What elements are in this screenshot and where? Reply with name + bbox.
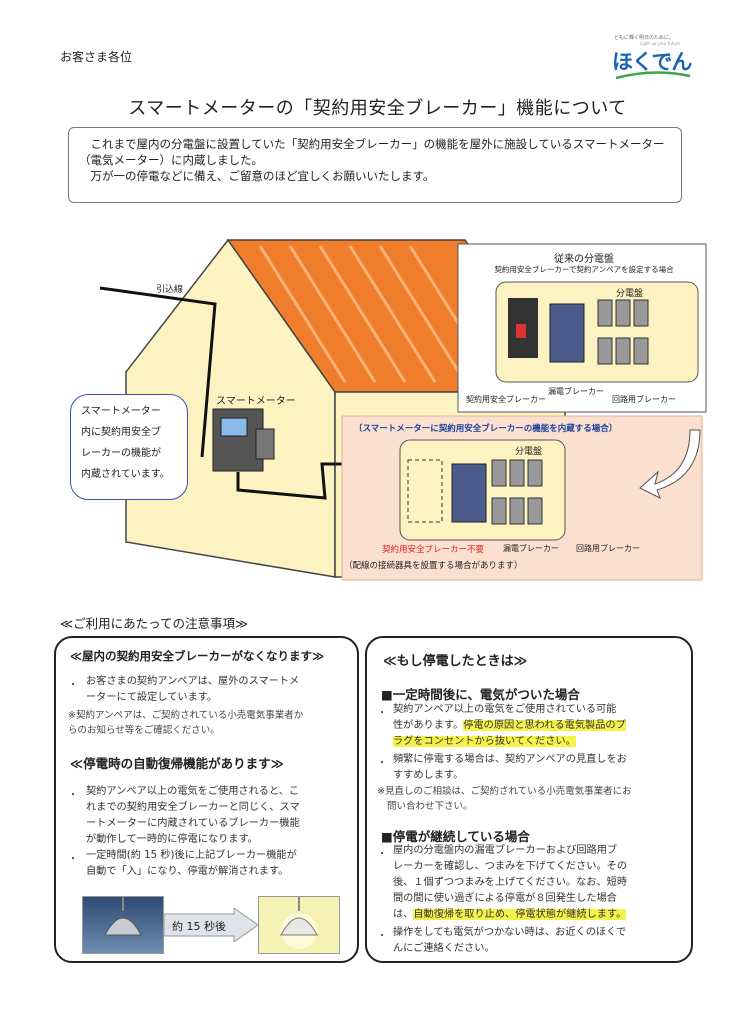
right-item-4-line-2: んにご連絡ください。 — [393, 943, 495, 954]
lamp-on-image — [258, 896, 340, 954]
left-item-2-line-1: 契約アンペア以上の電気をご使用されると、こ — [86, 786, 300, 797]
bullet-icon: ・ — [377, 849, 387, 860]
bullet-icon: ・ — [68, 854, 78, 865]
bullet-icon: ・ — [377, 708, 387, 719]
right-item-3-line-2: レーカーを確認し、つまみを下げてください。その — [393, 861, 628, 872]
right-item-1: 契約アンペア以上の電気をご使用されている可能 性があります。停電の原因と思われる… — [393, 702, 691, 750]
old-contract-breaker-label: 契約用安全ブレーカー — [466, 395, 546, 404]
right-item-3-line-4: 間の間に使い過ぎによる停電が８回発生した場合 — [393, 893, 617, 904]
lead-in-wire-label: 引込線 — [156, 285, 184, 295]
wiring-note: （配線の接続器具を設置する場合があります） — [344, 561, 523, 571]
new-panel-title: 〔スマートメーターに契約用安全ブレーカーの機能を内蔵する場合〕 — [354, 424, 618, 434]
callout-line-2: 内に契約用安全ブ — [81, 427, 161, 438]
bullet-icon: ・ — [377, 758, 387, 769]
meter-callout: スマートメーター 内に契約用安全ブ レーカーの機能が 内蔵されています。 — [70, 394, 188, 500]
right-item-3: 屋内の分電盤内の漏電ブレーカーおよび回路用ブ レーカーを確認し、つまみを下げてく… — [393, 843, 691, 923]
highlight-1a: 停電の原因と思われる電気製品のプ — [463, 720, 626, 731]
right-item-4: 操作をしても電気がつかない時は、お近くのほくで んにご連絡ください。 — [393, 925, 691, 957]
callout-line-4: 内蔵されています。 — [81, 469, 170, 480]
breaker-not-needed-label: 契約用安全ブレーカー不要 — [382, 545, 485, 555]
left-item-1-line-1: お客さまの契約アンペアは、屋外のスマートメ — [86, 676, 300, 687]
right-item-2-line-1: 頻繁に停電する場合は、契約アンペアの見直しをお — [393, 754, 627, 765]
left-item-2: 契約アンペア以上の電気をご使用されると、こ れまでの契約用安全ブレーカーと同じく… — [86, 784, 354, 848]
logo-swoosh-icon — [615, 71, 691, 80]
right-note-1-line-1: ※見直しのご相談は、ご契約されている小売電気事業者にお — [377, 786, 632, 797]
arrow-right-icon — [164, 908, 258, 942]
highlight-2: 自動復帰を取り止め、停電状態が継続します。 — [413, 909, 627, 920]
intro-box: これまで屋内の分電盤に設置していた「契約用安全ブレーカー」の機能を屋外に施設して… — [68, 127, 682, 203]
right-sub-heading-1: ■一定時間後に、電気がついた場合 — [381, 687, 580, 702]
intro-line-1: これまで屋内の分電盤に設置していた「契約用安全ブレーカー」の機能を屋外に施設して… — [79, 137, 665, 167]
left-item-1-line-2: ーターにて設定しています。 — [86, 692, 218, 703]
lamp-on-icon — [280, 897, 318, 949]
smart-meter-label: スマートメーター — [216, 396, 296, 407]
callout-line-1: スマートメーター — [81, 406, 161, 417]
greeting: お客さま各位 — [60, 50, 133, 64]
highlight-1b: ラグをコンセントから抜いてください。 — [393, 736, 576, 747]
right-item-2: 頻繁に停電する場合は、契約アンペアの見直しをお すすめします。 — [393, 752, 691, 784]
old-board-label: 分電盤 — [616, 289, 644, 299]
left-item-2-line-4: が動作して一時的に停電になります。 — [86, 834, 258, 845]
callout-line-3: レーカーの機能が — [81, 448, 161, 459]
right-item-3-line-1: 屋内の分電盤内の漏電ブレーカーおよび回路用ブ — [393, 845, 618, 856]
right-item-1-line-1: 契約アンペア以上の電気をご使用されている可能 — [393, 704, 617, 715]
right-note-1-line-2: 問い合わせ下さい。 — [387, 801, 473, 812]
right-note-1: ※見直しのご相談は、ご契約されている小売電気事業者にお 問い合わせ下さい。 — [377, 784, 689, 814]
bullet-icon: ・ — [68, 790, 78, 801]
new-board-label: 分電盤 — [515, 447, 543, 457]
left-item-2-line-2: れまでの契約用安全ブレーカーと同じく、スマ — [86, 802, 300, 813]
right-item-2-line-2: すすめします。 — [393, 770, 464, 781]
left-note-1-line-1: ※契約アンペアは、ご契約されている小売電気事業者か — [68, 710, 304, 721]
right-item-3-line-5: は、 — [393, 909, 414, 920]
left-item-3-line-1: 一定時間(約 15 秒)後に上記ブレーカー機能が — [86, 850, 297, 861]
notes-heading: ≪ご利用にあたっての注意事項≫ — [60, 616, 249, 631]
right-item-4-line-1: 操作をしても電気がつかない時は、お近くのほくで — [393, 927, 627, 938]
logo-subtitle: Light up your future — [640, 41, 680, 46]
logo-tagline: ともに輝く明日のために。 — [614, 35, 675, 41]
old-circuit-breaker-label: 回路用ブレーカー — [612, 395, 676, 404]
new-circuit-breaker-label: 回路用ブレーカー — [576, 544, 640, 553]
right-item-1-line-2: 性があります。 — [393, 720, 464, 731]
bullet-icon: ・ — [68, 680, 78, 691]
left-heading-1: ≪屋内の契約用安全ブレーカーがなくなります≫ — [70, 649, 325, 663]
bullet-icon: ・ — [377, 931, 387, 942]
old-panel-title: 従来の分電盤 — [554, 254, 614, 265]
page-title: スマートメーターの「契約用安全ブレーカー」機能について — [128, 98, 627, 119]
left-item-2-line-3: ートメーターに内蔵されているブレーカー機能 — [86, 818, 300, 829]
lamp-off-icon — [104, 897, 142, 936]
right-notice-panel: ≪もし停電したときは≫ ■一定時間後に、電気がついた場合 ・ 契約アンペア以上の… — [365, 636, 693, 963]
right-item-3-line-3: 後、１個ずつつまみを上げてください。なお、短時 — [393, 877, 628, 888]
right-sub-heading-2: ■停電が継続している場合 — [381, 829, 530, 844]
left-heading-2: ≪停電時の自動復帰機能があります≫ — [70, 756, 284, 771]
old-panel-subtitle: 契約用安全ブレーカーで契約アンペアを設定する場合 — [494, 265, 674, 274]
left-item-3-line-2: 自動で「入」になり、停電が解消されます。 — [86, 866, 289, 877]
old-leakage-breaker-label: 漏電ブレーカー — [548, 387, 604, 396]
left-item-1: お客さまの契約アンペアは、屋外のスマートメ ーターにて設定しています。 — [86, 674, 354, 706]
left-note-1-line-2: らのお知らせ等をご確認ください。 — [68, 725, 220, 736]
left-note-1: ※契約アンペアは、ご契約されている小売電気事業者か らのお知らせ等をご確認くださ… — [68, 708, 354, 738]
arrow-label: 約 15 秒後 — [172, 920, 226, 933]
right-heading: ≪もし停電したときは≫ — [383, 654, 528, 669]
left-item-3: 一定時間(約 15 秒)後に上記ブレーカー機能が 自動で「入」になり、停電が解消… — [86, 848, 354, 880]
left-notice-panel: ≪屋内の契約用安全ブレーカーがなくなります≫ ・ お客さまの契約アンペアは、屋外… — [54, 636, 359, 963]
new-leakage-breaker-label: 漏電ブレーカー — [503, 544, 559, 553]
lamp-off-image — [82, 896, 164, 954]
intro-line-2: 万が一の停電などに備え、ご留意のほど宜しくお願いいたします。 — [90, 169, 435, 183]
company-logo: ほくでん — [612, 50, 692, 74]
